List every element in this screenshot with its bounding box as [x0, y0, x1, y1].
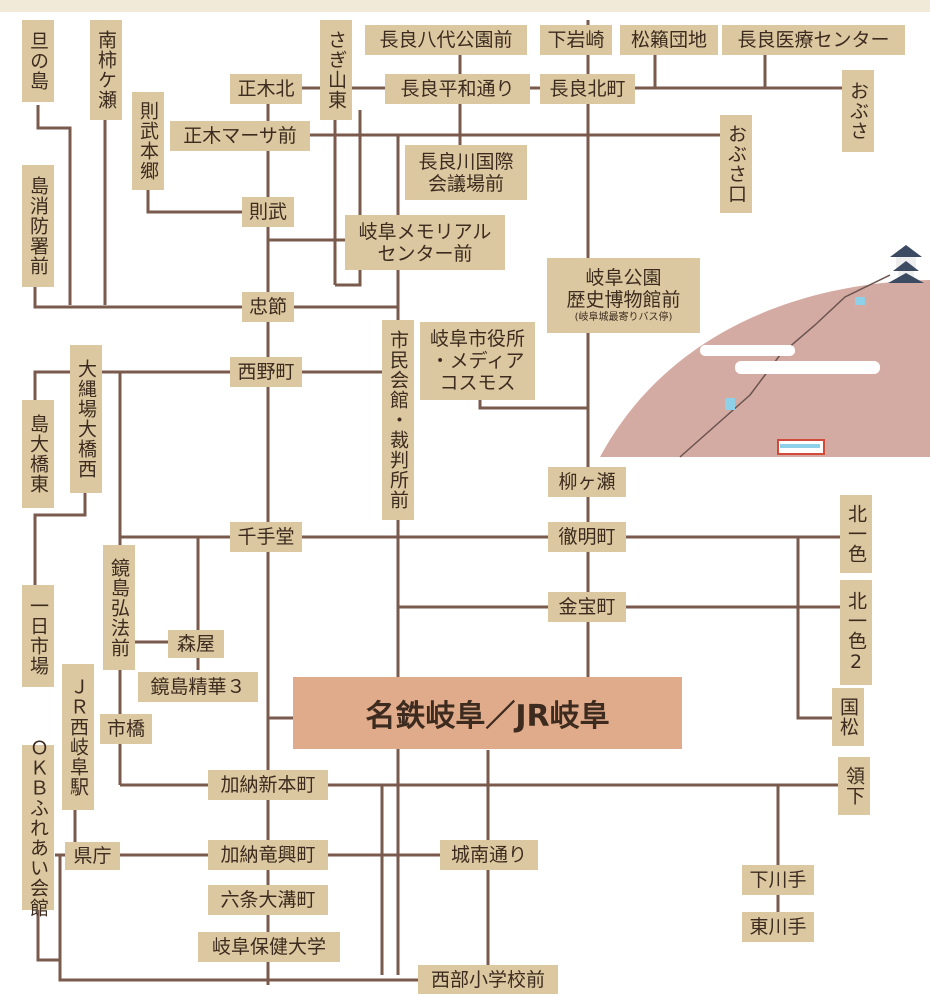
stop-kano-ryukocho[interactable]: 加納竜興町	[208, 840, 328, 870]
stop-shiyakusho[interactable]: 岐阜市役所 ・メディア コスモス	[420, 322, 535, 400]
stop-moriya[interactable]: 森屋	[168, 630, 224, 658]
stop-shimokawate[interactable]: 下川手	[742, 865, 814, 895]
stop-noritake[interactable]: 則武	[242, 197, 294, 227]
top-band	[0, 0, 930, 12]
stop-gifu-hoken-daigaku[interactable]: 岐阜保健大学	[198, 932, 340, 962]
stop-nagara-kitamachi[interactable]: 長良北町	[540, 74, 635, 104]
stop-ichinichi-ichiba[interactable]: 一日市場	[22, 585, 54, 687]
stop-ichihashi[interactable]: 市橋	[100, 714, 152, 744]
stop-nagara-heiwa[interactable]: 長良平和通り	[385, 74, 530, 104]
stop-nagara-iryo[interactable]: 長良医療センター	[722, 25, 905, 55]
stop-higashikawate[interactable]: 東川手	[742, 912, 814, 942]
stop-minamigakinose[interactable]: 南柿ケ瀬	[90, 20, 122, 120]
stop-sagiyama-higashi[interactable]: さぎ山東	[320, 20, 352, 120]
route-line	[33, 285, 398, 309]
stop-gifu-koen[interactable]: 岐阜公園 歴史博物館前 (岐阜城最寄りバス停)	[547, 258, 700, 333]
stop-kyojima-seika[interactable]: 鏡島精華３	[138, 672, 258, 702]
route-line	[36, 855, 62, 962]
stop-nagaragawa-kokusai[interactable]: 長良川国際 会議場前	[405, 145, 527, 200]
stop-dannoshima[interactable]: 旦の島	[22, 20, 54, 102]
stop-okb-fureai[interactable]: ＯＫＢふれあい会館	[22, 738, 54, 918]
route-line	[33, 492, 87, 585]
stop-kencho[interactable]: 県庁	[65, 842, 120, 870]
route-line	[335, 110, 362, 287]
route-line	[796, 537, 840, 720]
stop-kokumatsu[interactable]: 国松	[832, 688, 864, 746]
route-line	[146, 190, 268, 214]
stop-jonan-dori[interactable]: 城南通り	[440, 840, 538, 870]
stop-senjudo[interactable]: 千手堂	[230, 522, 302, 552]
stop-ryoge[interactable]: 領下	[838, 757, 870, 815]
stop-nishinocho[interactable]: 西野町	[230, 357, 302, 387]
stop-seibu-shogakko[interactable]: 西部小学校前	[418, 965, 558, 994]
stop-shimin-kaikan[interactable]: 市民会館・裁判所前	[382, 320, 414, 520]
ropeway-gondola-icon	[855, 297, 865, 305]
castle-icon	[888, 245, 924, 283]
stop-noritake-hongo[interactable]: 則武本郷	[132, 92, 164, 190]
stop-nagara-yashiro[interactable]: 長良八代公園前	[365, 25, 527, 55]
route-line	[36, 105, 72, 305]
route-line	[478, 398, 588, 410]
stop-kyojima-kobou[interactable]: 鏡島弘法前	[103, 545, 135, 670]
stop-chusetsu[interactable]: 忠節	[242, 292, 294, 322]
stop-matsukago-danchi[interactable]: 松籟団地	[620, 25, 718, 55]
stop-shimoiwasaki[interactable]: 下岩崎	[540, 25, 612, 55]
ropeway-gondola-icon	[725, 398, 735, 410]
stop-onawaba[interactable]: 大縄場大橋西	[70, 345, 102, 493]
stop-kitaisshiki-2[interactable]: 北一色2	[840, 580, 872, 685]
stop-shima-ohashi[interactable]: 島大橋東	[22, 400, 54, 508]
stop-tetsumeicho[interactable]: 徹明町	[548, 522, 626, 552]
route-line	[58, 960, 420, 982]
stop-obusaguchi[interactable]: おぶさ口	[720, 115, 752, 213]
stop-shima-shobosho[interactable]: 島消防署前	[22, 165, 54, 287]
stop-masaki-masa[interactable]: 正木マーサ前	[170, 121, 310, 151]
stop-memorial-center[interactable]: 岐阜メモリアル センター前	[345, 215, 505, 270]
gifu-castle-hill-illustration	[600, 245, 930, 458]
stop-obusa[interactable]: おぶさ	[842, 70, 874, 152]
stop-rokujo-omizo[interactable]: 六条大溝町	[208, 885, 328, 915]
stop-kitaisshiki[interactable]: 北一色	[840, 495, 872, 573]
stop-kano-shinhonmachi[interactable]: 加納新本町	[208, 770, 328, 800]
stop-jr-nishigifu[interactable]: ＪＲ西岐阜駅	[62, 664, 94, 810]
stop-yanagase[interactable]: 柳ヶ瀬	[548, 467, 626, 497]
stop-kinpocho[interactable]: 金宝町	[548, 592, 626, 622]
stop-masaki-kita[interactable]: 正木北	[230, 74, 302, 104]
hub-meitetsu-jr-gifu[interactable]: 名鉄岐阜／JR岐阜	[293, 677, 682, 749]
